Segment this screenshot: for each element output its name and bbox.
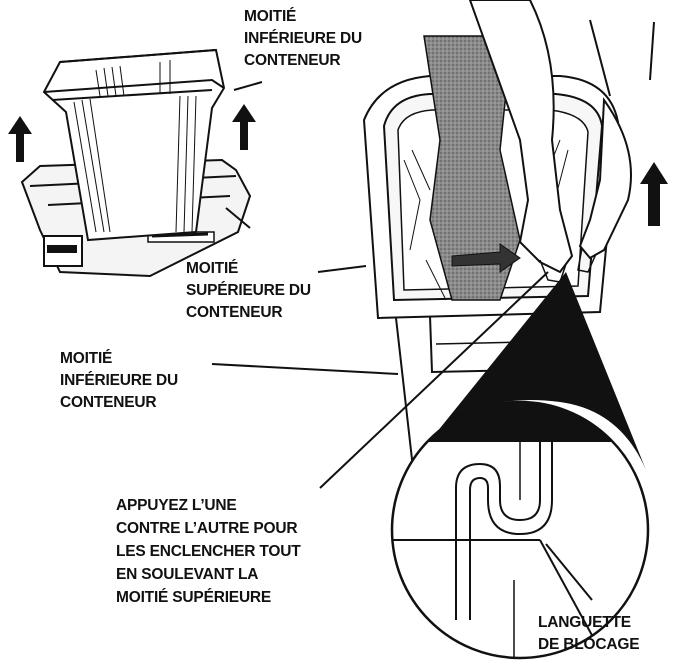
small-container-illustration	[22, 50, 250, 276]
label-line: SUPÉRIEURE DU	[186, 280, 311, 302]
instruction-line: MOITIÉ SUPÉRIEURE	[116, 586, 301, 609]
label-line: LANGUETTE	[538, 612, 639, 634]
label-line: DE BLOCAGE	[538, 634, 639, 656]
instruction-line: EN SOULEVANT LA	[116, 563, 301, 586]
instruction-line: LES ENCLENCHER TOUT	[116, 540, 301, 563]
instruction-line: CONTRE L’AUTRE POUR	[116, 517, 301, 540]
label-upper-half: MOITIÉ SUPÉRIEURE DU CONTENEUR	[186, 258, 311, 324]
label-line: INFÉRIEURE DU	[244, 28, 362, 50]
label-locking-tab: LANGUETTE DE BLOCAGE	[538, 612, 639, 656]
label-line: MOITIÉ	[60, 348, 178, 370]
label-lower-half-top: MOITIÉ INFÉRIEURE DU CONTENEUR	[244, 6, 362, 72]
detail-magnifier	[380, 272, 670, 660]
label-line: CONTENEUR	[60, 392, 178, 414]
label-line: MOITIÉ	[244, 6, 362, 28]
label-line: INFÉRIEURE DU	[60, 370, 178, 392]
label-line: CONTENEUR	[244, 50, 362, 72]
up-arrow-icon	[8, 116, 32, 162]
label-line: CONTENEUR	[186, 302, 311, 324]
instruction-line: APPUYEZ L’UNE	[116, 494, 301, 517]
label-line: MOITIÉ	[186, 258, 311, 280]
up-arrow-icon	[640, 162, 668, 226]
label-lower-half-left: MOITIÉ INFÉRIEURE DU CONTENEUR	[60, 348, 178, 414]
instruction-text: APPUYEZ L’UNE CONTRE L’AUTRE POUR LES EN…	[116, 494, 301, 609]
up-arrow-icon	[232, 104, 256, 150]
